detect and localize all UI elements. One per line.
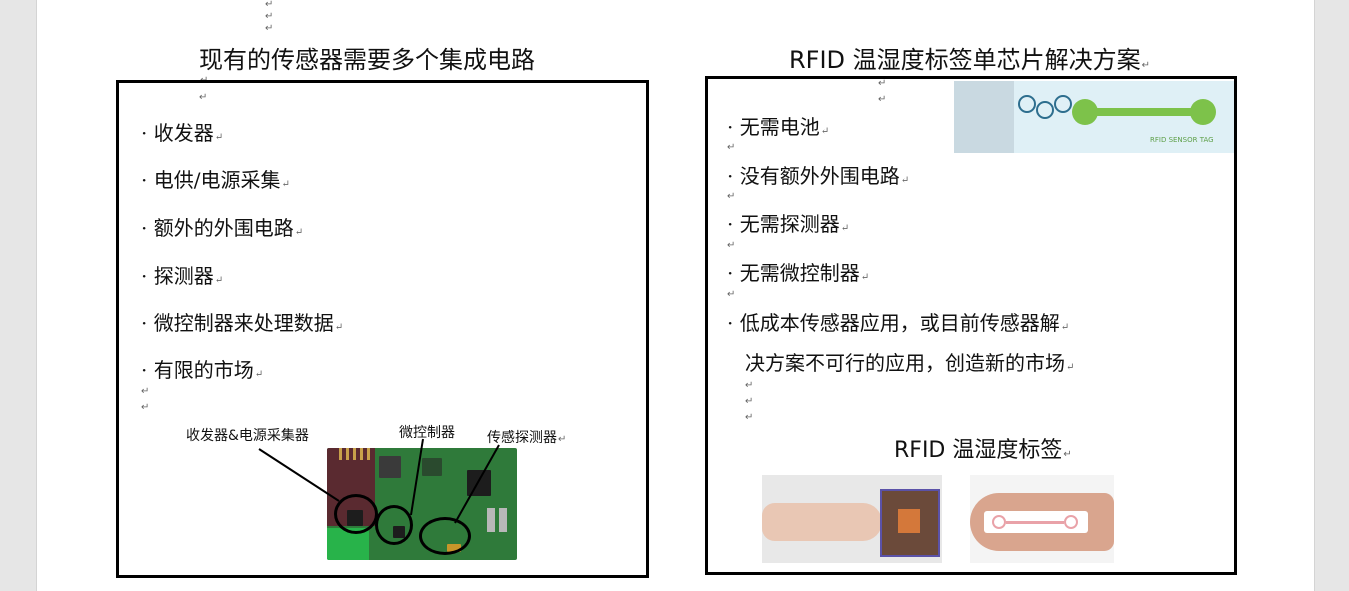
right-item-battery: · 无需电池↵ (727, 115, 830, 139)
paragraph-mark: ↵ (727, 240, 736, 251)
paragraph-mark: ↵ (745, 412, 754, 423)
left-item-transceiver: · 收发器↵ (141, 121, 224, 145)
hexagon-icon (1054, 95, 1072, 113)
paragraph-mark: ↵ (878, 94, 887, 105)
document-page: ↵ ↵ ↵ 现有的传感器需要多个集成电路 ↵ ↵ · 收发器↵ · 电供/电源采… (36, 0, 1315, 591)
left-item-market: · 有限的市场↵ (141, 358, 264, 382)
right-title: RFID 温湿度标签单芯片解决方案↵ (789, 46, 1151, 74)
finger-chip-photo (762, 475, 942, 563)
board-component (487, 508, 495, 532)
highlight-circle-mcu (375, 505, 413, 545)
left-box: ↵ · 收发器↵ · 电供/电源采集↵ · 额外的外围电路↵ · 探测器↵ · … (116, 80, 649, 578)
label-mcu: 微控制器 (399, 425, 455, 441)
tag-trace (1006, 521, 1064, 524)
left-title: 现有的传感器需要多个集成电路 (199, 46, 535, 74)
right-item-lowcost-line2: 决方案不可行的应用，创造新的市场↵ (745, 351, 1075, 375)
paragraph-mark: ↵ (878, 78, 887, 89)
tag-right-circle (1190, 99, 1216, 125)
right-box: ↵ ↵ RFID SENSOR TAG · 无需电池↵ ↵ · 没有额外外围电路… (705, 76, 1237, 575)
tag-pad (1064, 515, 1078, 529)
paragraph-mark: ↵ (727, 142, 736, 153)
leader-line-mcu (410, 438, 424, 516)
right-item-lowcost-line1: · 低成本传感器应用，或目前传感器解↵ (727, 311, 1070, 335)
left-item-peripheral: · 额外的外围电路↵ (141, 216, 304, 240)
paragraph-mark: ↵ (141, 386, 150, 397)
header-pin (339, 448, 342, 460)
paragraph-mark: ↵ (727, 289, 736, 300)
paragraph-mark: ↵ (745, 380, 754, 391)
right-item-detector: · 无需探测器↵ (727, 212, 850, 236)
header-pin (367, 448, 370, 460)
header-pin (360, 448, 363, 460)
header-pin (353, 448, 356, 460)
hand-tag-photo (970, 475, 1114, 563)
paragraph-mark: ↵ (141, 402, 150, 413)
board-chip (422, 458, 442, 476)
hexagon-icon (1018, 95, 1036, 113)
tag-left-circle (1072, 99, 1098, 125)
highlight-circle-sensor (419, 517, 471, 555)
rfid-sensor-tag-banner: RFID SENSOR TAG (954, 81, 1234, 153)
board-corner-pad (327, 528, 369, 560)
leader-line-transceiver (258, 448, 340, 502)
right-item-mcu: · 无需微控制器↵ (727, 261, 870, 285)
tag-trace (1096, 108, 1192, 116)
finger (762, 503, 882, 541)
left-item-mcu: · 微控制器来处理数据↵ (141, 311, 344, 335)
banner-text: RFID SENSOR TAG (1150, 136, 1214, 144)
left-item-detector: · 探测器↵ (141, 264, 224, 288)
paragraph-mark: ↵ (265, 0, 274, 10)
hexagon-icon (1036, 101, 1054, 119)
board-component (499, 508, 507, 532)
label-transceiver: 收发器&电源采集器 (186, 428, 309, 444)
paragraph-mark: ↵ (745, 396, 754, 407)
paragraph-mark: ↵ (265, 11, 274, 22)
leader-line-sensor (454, 444, 500, 524)
board-chip (379, 456, 401, 478)
paragraph-mark: ↵ (265, 23, 274, 34)
paragraph-mark: ↵ (727, 191, 736, 202)
rfid-tag-subtitle: RFID 温湿度标签↵ (894, 438, 1072, 463)
board-chip (467, 470, 491, 496)
tag-pad (992, 515, 1006, 529)
left-item-power: · 电供/电源采集↵ (141, 168, 290, 192)
label-sensor: 传感探测器↵ (487, 430, 567, 446)
annotation-lines (258, 438, 500, 524)
banner-photo-area (954, 81, 1014, 153)
right-item-peripheral: · 没有额外外围电路↵ (727, 164, 910, 188)
header-pin (346, 448, 349, 460)
paragraph-mark: ↵ (199, 92, 208, 103)
chip-die (898, 509, 920, 533)
highlight-circle-transceiver (334, 494, 378, 534)
